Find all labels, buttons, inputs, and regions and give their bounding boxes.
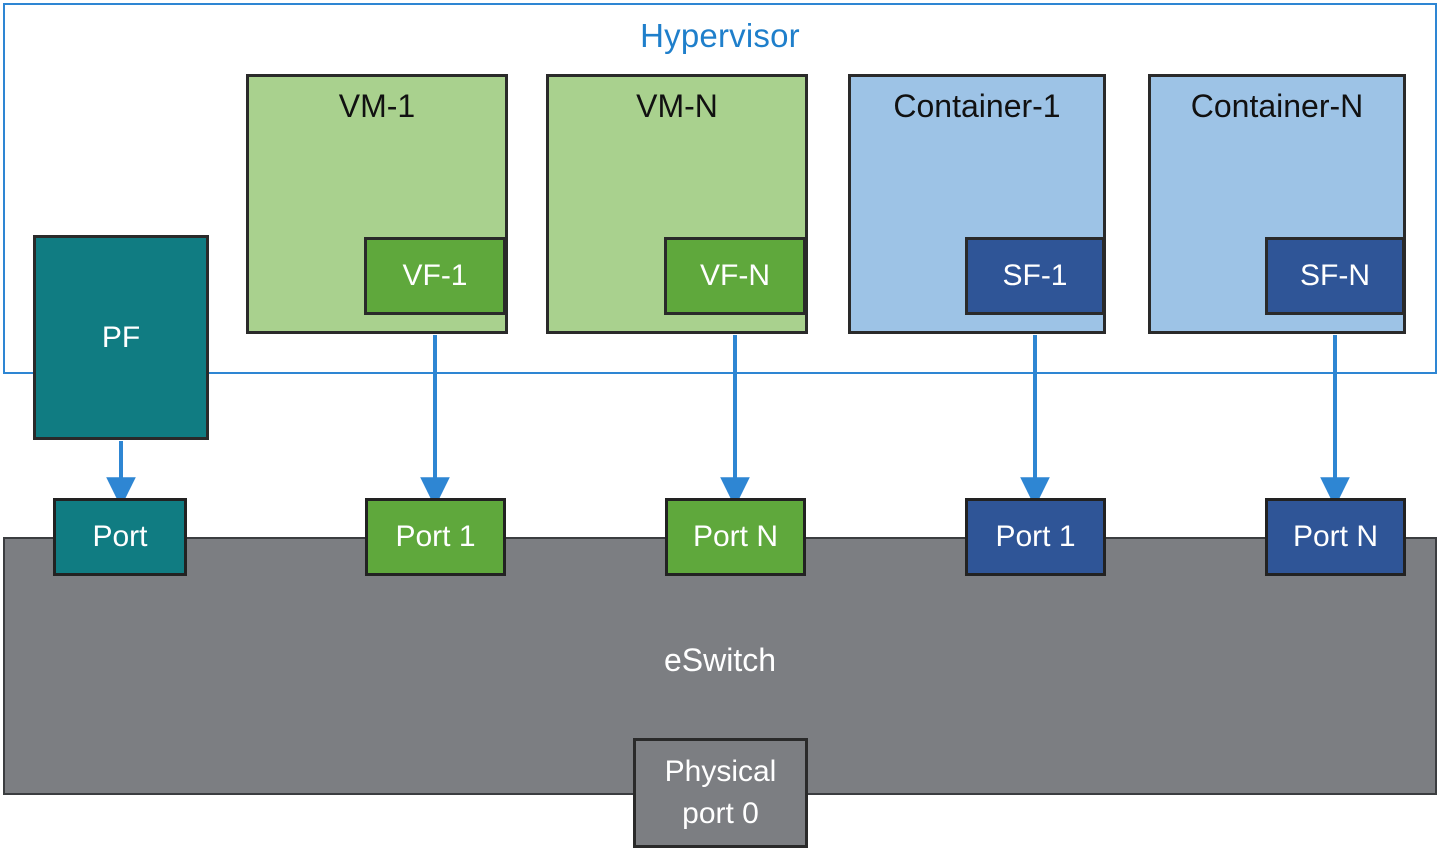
port-vf-n[interactable]: Port N	[665, 498, 806, 576]
vf-n-label: VF-N	[700, 259, 770, 292]
vf-1-label: VF-1	[402, 259, 468, 292]
sf-1-box[interactable]: SF-1	[965, 237, 1105, 315]
hypervisor-title: Hypervisor	[640, 17, 800, 54]
pf-box[interactable]: PF	[33, 235, 209, 440]
sf-1-label: SF-1	[1002, 259, 1068, 292]
port-sf-1-label: Port 1	[995, 520, 1076, 553]
sf-n-box[interactable]: SF-N	[1265, 237, 1405, 315]
container-n-label: Container-N	[1190, 88, 1364, 124]
port-sf-n-label: Port N	[1292, 520, 1379, 553]
sf-n-label: SF-N	[1300, 259, 1370, 292]
port-pf-label: Port	[92, 520, 148, 553]
port-vf-1[interactable]: Port 1	[365, 498, 506, 576]
port-sf-1[interactable]: Port 1	[965, 498, 1106, 576]
physical-port-0-box[interactable]: Physical port 0	[633, 738, 808, 848]
vm-1-label: VM-1	[338, 88, 416, 124]
vm-n-label: VM-N	[636, 88, 718, 124]
pf-label: PF	[101, 320, 141, 354]
port-sf-n[interactable]: Port N	[1265, 498, 1406, 576]
physical-port-0-line2: port 0	[682, 797, 759, 830]
eswitch-label: eSwitch	[663, 642, 777, 678]
port-vf-n-label: Port N	[692, 520, 779, 553]
physical-port-0-line1: Physical	[664, 755, 777, 788]
container-1-label: Container-1	[893, 88, 1061, 124]
hypervisor-boundary	[3, 3, 1437, 374]
vf-n-box[interactable]: VF-N	[664, 237, 806, 315]
port-pf[interactable]: Port	[53, 498, 187, 576]
vf-1-box[interactable]: VF-1	[364, 237, 506, 315]
port-vf-1-label: Port 1	[395, 520, 476, 553]
